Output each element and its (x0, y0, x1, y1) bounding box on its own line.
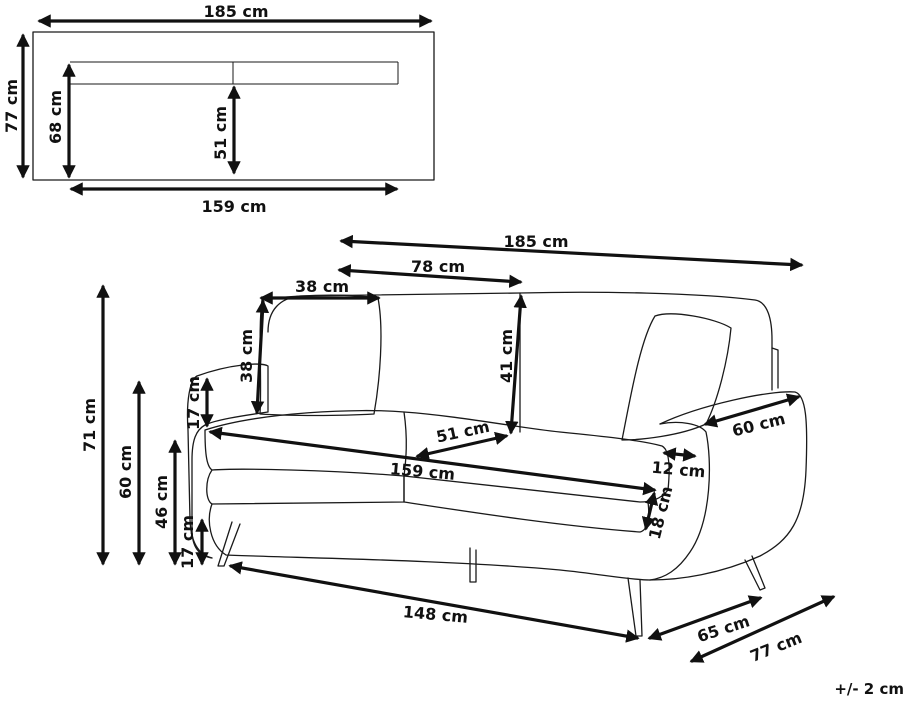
leg-back-right (744, 555, 766, 591)
leg-front-right (627, 577, 643, 637)
arm-above-seat-label: 17 cm (184, 376, 203, 430)
pillow-width-label: 38 cm (295, 277, 349, 296)
armrest-height-label: 60 cm (116, 445, 135, 499)
overall-width-arrow (339, 234, 804, 272)
cushion-thickness-arrow (641, 491, 659, 531)
top-seat-width-label: 159 cm (201, 197, 266, 216)
top-seat-depth-label: 68 cm (46, 90, 65, 144)
backrest-side (771, 347, 779, 389)
top-cushion-depth-label: 51 cm (211, 106, 230, 160)
backrest-height-label: 41 cm (497, 329, 516, 383)
left-cushion-front (206, 469, 405, 505)
top-view-outline (32, 31, 435, 181)
pillow-height-arrow (250, 299, 270, 415)
top-width-label: 185 cm (203, 2, 268, 21)
armrest-width-arrow (703, 393, 801, 428)
left-pillow (259, 294, 382, 417)
right-arm-inner (649, 421, 711, 581)
seat-cushions (204, 409, 670, 503)
seat-height-label: 46 cm (152, 475, 171, 529)
leg-back-middle (469, 547, 477, 583)
overall-depth-arrow (689, 595, 836, 663)
sofa-base (208, 503, 651, 581)
backrest-width-label: 78 cm (411, 257, 465, 276)
armrest-thickness-label: 12 cm (651, 458, 706, 482)
base-depth-label: 65 cm (695, 611, 752, 646)
total-height-label: 71 cm (80, 398, 99, 452)
base-width-arrow (228, 561, 640, 643)
leg-height-label: 17 cm (178, 515, 197, 569)
top-depth-label: 77 cm (2, 79, 21, 133)
backrest-height-arrow (505, 294, 527, 435)
leg-front-left (217, 521, 241, 567)
tolerance-note: +/- 2 cm (834, 680, 904, 698)
backrest-width-arrow (337, 264, 523, 288)
armrest-thickness-arrow (662, 447, 697, 462)
pillow-height-label: 38 cm (237, 329, 256, 383)
overall-width-label: 185 cm (503, 232, 568, 251)
seat-width-arrow (208, 426, 657, 496)
top-view: 185 cm 77 cm 68 cm 51 cm 159 cm (2, 2, 435, 216)
